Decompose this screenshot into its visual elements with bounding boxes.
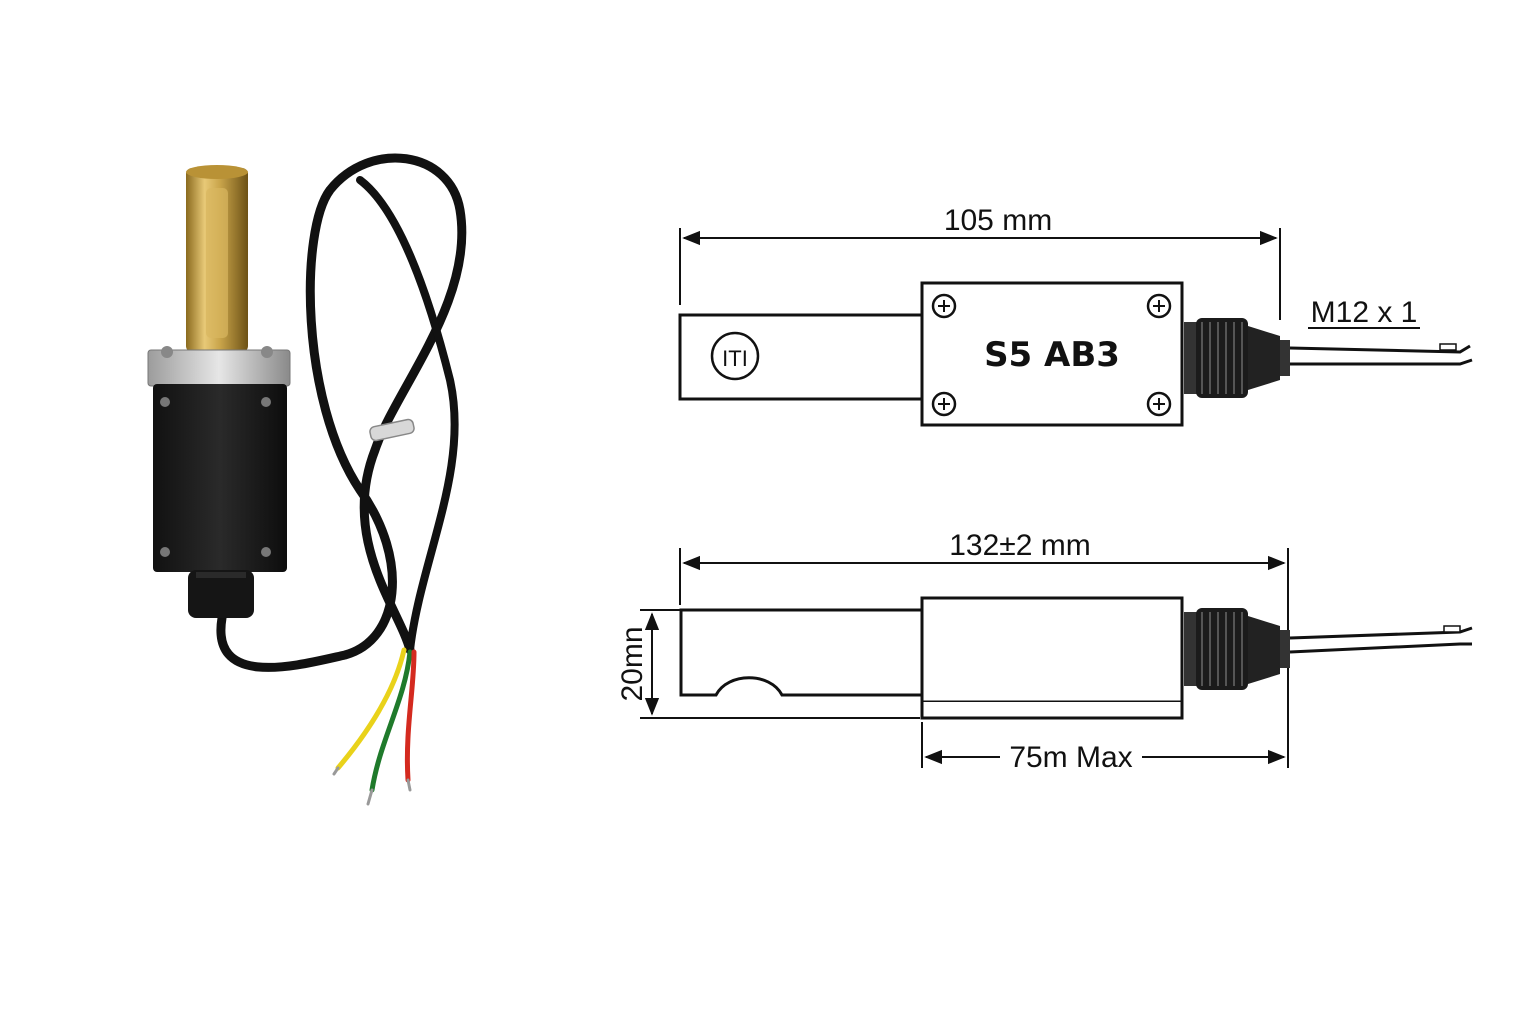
top-view-drawing: 105 mm ITI S5 AB3 M12 x 1 [678,204,1473,427]
height-label: 20mn [616,626,649,701]
wire-top-1 [1289,344,1471,354]
cable-gland [188,570,254,618]
wire-top-2 [1290,358,1473,366]
screw-icon [261,547,271,557]
sensor-body-top [920,281,1184,427]
sensor-photo [147,153,467,806]
length-label-top: 105 mm [944,204,1052,237]
cable-loop [216,153,467,672]
sensor-tongue-side [679,608,924,697]
sensor-housing [153,384,287,572]
screw-icon [1146,293,1172,319]
screw-icon [1146,391,1172,417]
screw-icon [931,293,957,319]
red-wire [404,649,417,783]
thread-label: M12 x 1 [1311,296,1418,329]
length-label-side: 132±2 mm [949,529,1091,562]
sensor-body-side [920,596,1184,704]
logo-mark [710,331,760,381]
yellow-wire [335,647,407,771]
wire-side-2 [1289,642,1472,654]
m12-connector-top [1184,318,1290,398]
screw-icon [931,391,957,417]
screw-icon [160,397,170,407]
screw-icon [261,397,271,407]
logo-text: ITI [722,346,748,371]
side-view-drawing: 132±2 mm 20mn 75m Max [616,529,1473,774]
m12-connector-side [1184,608,1290,690]
cable-length-label: 75m Max [1009,741,1132,774]
green-wire [369,649,413,793]
model-label: S5 AB3 [984,335,1120,375]
screw-icon [160,547,170,557]
cable-tie [369,418,415,442]
